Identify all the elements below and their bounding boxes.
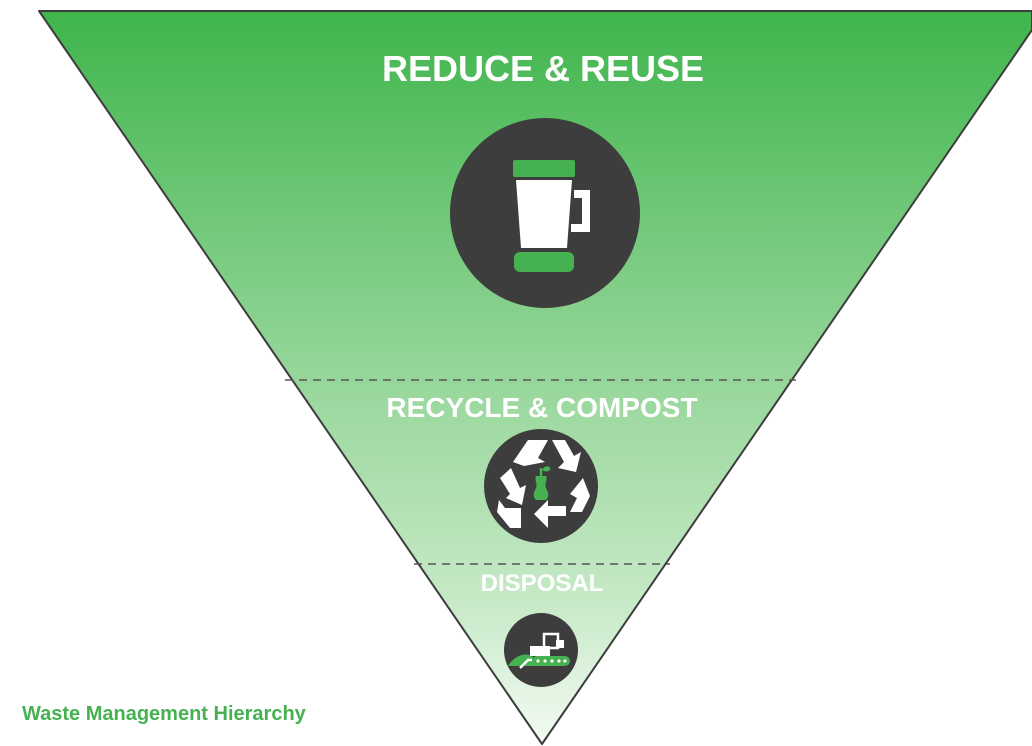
landfill-bulldozer-icon xyxy=(504,613,578,687)
diagram-title: Waste Management Hierarchy xyxy=(22,703,306,725)
hierarchy-triangle xyxy=(38,10,1032,745)
tier-label-reduce-reuse: REDUCE & REUSE xyxy=(381,48,705,89)
tier-label-recycle-compost: RECYCLE & COMPOST xyxy=(386,392,698,423)
reusable-cup-icon xyxy=(450,118,640,308)
tier-label-disposal: DISPOSAL xyxy=(480,570,604,597)
recycle-compost-icon xyxy=(484,429,598,543)
